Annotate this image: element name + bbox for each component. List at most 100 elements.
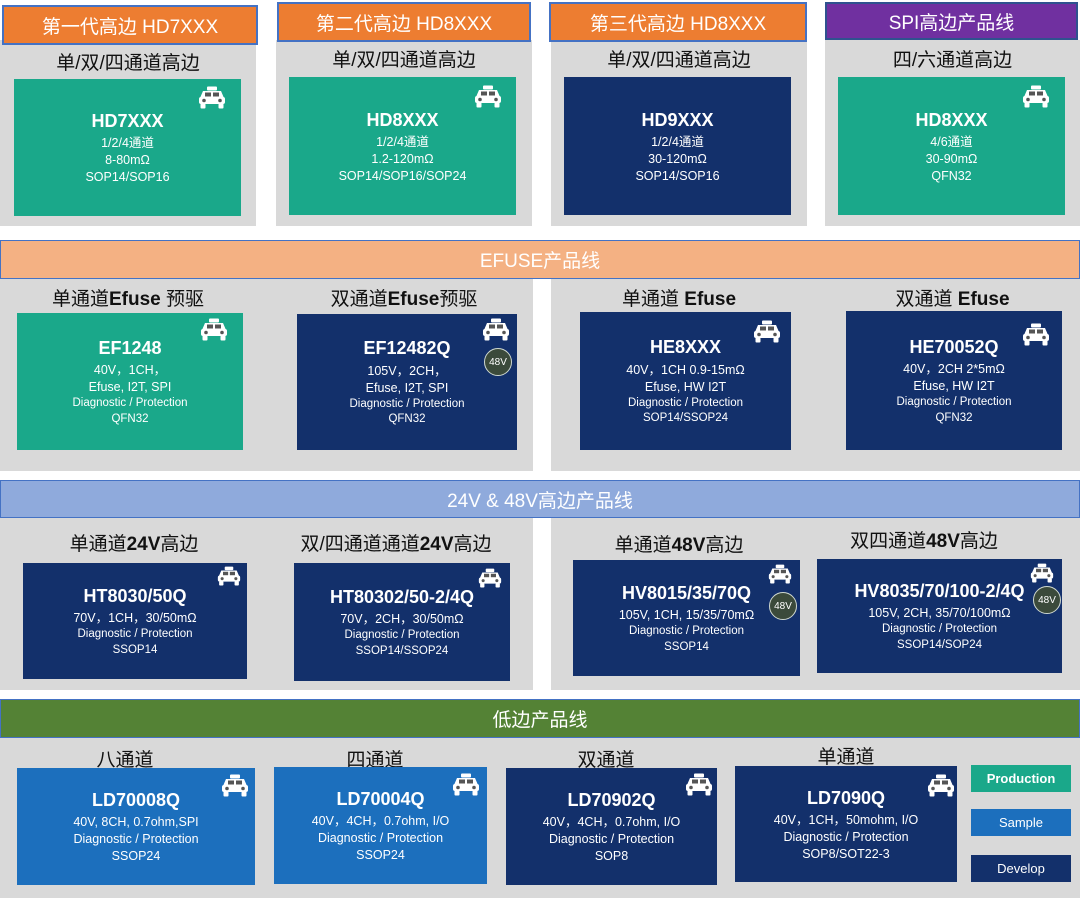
spec-line: QFN32: [388, 413, 426, 426]
spec-line: 30-90mΩ: [925, 151, 978, 166]
spec-line: Diagnostic / Protection: [881, 623, 998, 636]
spec-line: SSOP14/SOP24: [896, 638, 983, 651]
product-card-hd9xxx[interactable]: HD9XXX 1/2/4通道 30-120mΩ SOP14/SOP16: [564, 77, 791, 215]
badge-48v: 48V: [1033, 586, 1061, 614]
legend-develop: Develop: [971, 855, 1071, 882]
spi-banner: SPI高边产品线: [825, 2, 1078, 40]
spec-line: SSOP24: [356, 848, 405, 863]
spec-line: 105V，2CH，: [367, 363, 447, 378]
spec-line: Diagnostic / Protection: [317, 831, 444, 846]
car-icon: [221, 774, 249, 798]
product-card-ht80302[interactable]: HT80302/50-2/4Q 70V，2CH，30/50mΩ Diagnost…: [294, 563, 510, 681]
spec-line: Diagnostic / Protection: [349, 397, 465, 410]
product-name: EF12482Q: [363, 338, 451, 359]
car-icon: [927, 774, 955, 798]
spec-line: 1.2-120mΩ: [371, 151, 434, 166]
spec-line: QFN32: [111, 412, 149, 425]
product-name: HT80302/50-2/4Q: [329, 586, 475, 607]
efuse-subtitle-3: 单通道 Efuse: [621, 289, 737, 310]
spec-line: 1/2/4通道: [101, 136, 154, 151]
spec-line: Diagnostic / Protection: [548, 832, 675, 847]
gen1-subtitle: 单/双/四通道高边: [56, 53, 200, 74]
spec-line: 105V, 1CH, 15/35/70mΩ: [618, 608, 755, 623]
badge-48v: 48V: [769, 592, 797, 620]
product-name: LD70902Q: [567, 790, 656, 811]
spec-line: Diagnostic / Protection: [783, 829, 909, 844]
product-name: HV8035/70/100-2/4Q: [854, 580, 1025, 601]
car-icon: [452, 773, 480, 797]
car-icon: [768, 564, 792, 585]
spec-line: Efuse, I2T, SPI: [365, 380, 449, 395]
product-card-hd7xxx[interactable]: HD7XXX 1/2/4通道 8-80mΩ SOP14/SOP16: [14, 79, 241, 216]
efuse-subtitle-4: 双通道 Efuse: [895, 289, 1010, 310]
product-name: HD8XXX: [366, 109, 439, 130]
gen3-banner: 第三代高边 HD8XXX: [549, 2, 807, 42]
product-name: HD7XXX: [91, 111, 164, 132]
spec-line: QFN32: [935, 411, 973, 424]
product-name: HV8015/35/70Q: [621, 582, 752, 603]
spec-line: 40V，1CH 0.9-15mΩ: [626, 362, 745, 377]
car-icon: [198, 86, 226, 110]
product-card-hv8015[interactable]: HV8015/35/70Q 105V, 1CH, 15/35/70mΩ Diag…: [573, 560, 800, 676]
product-card-ld70004q[interactable]: LD70004Q 40V，4CH，0.7ohm, I/O Diagnostic …: [274, 767, 487, 884]
spec-line: SSOP14/SSOP24: [355, 644, 449, 657]
product-card-hv8035[interactable]: HV8035/70/100-2/4Q 105V, 2CH, 35/70/100m…: [817, 559, 1062, 673]
efuse-banner: EFUSE产品线: [0, 240, 1080, 279]
hv-subtitle-3: 单通道48V高边: [614, 535, 744, 556]
spec-line: 40V，1CH，50mohm, I/O: [773, 812, 919, 827]
car-icon: [1022, 323, 1050, 347]
product-name: LD70004Q: [336, 789, 425, 810]
spec-line: SSOP14: [664, 640, 709, 653]
ld-subtitle-1: 八通道: [96, 750, 154, 771]
spec-line: SOP14/SOP16: [85, 170, 170, 185]
product-card-ld70902q[interactable]: LD70902Q 40V，4CH，0.7ohm, I/O Diagnostic …: [506, 768, 717, 885]
spec-line: SOP14/SOP16/SOP24: [338, 168, 467, 183]
product-name: HD9XXX: [641, 109, 714, 130]
product-card-ld7090q[interactable]: LD7090Q 40V，1CH，50mohm, I/O Diagnostic /…: [735, 766, 957, 882]
spec-line: 40V，4CH，0.7ohm, I/O: [311, 814, 450, 829]
spec-line: Diagnostic / Protection: [896, 396, 1012, 408]
product-card-ht8030-50q[interactable]: HT8030/50Q 70V，1CH，30/50mΩ Diagnostic / …: [23, 563, 247, 679]
spec-line: QFN32: [931, 168, 972, 183]
spec-line: Diagnostic / Protection: [72, 397, 188, 409]
spec-line: SOP14/SSOP24: [642, 412, 729, 425]
spec-line: 8-80mΩ: [105, 153, 150, 168]
car-icon: [478, 568, 502, 589]
spec-line: 40V，2CH 2*5mΩ: [903, 362, 1005, 377]
car-icon: [217, 566, 241, 587]
gen3-subtitle: 单/双/四通道高边: [607, 50, 751, 71]
spec-line: Diagnostic / Protection: [627, 396, 744, 409]
car-icon: [200, 318, 228, 342]
spec-line: 1/2/4通道: [651, 134, 704, 149]
hv-subtitle-2: 双/四通道通道24V高边: [300, 534, 492, 555]
gen1-banner: 第一代高边 HD7XXX: [2, 5, 258, 45]
spec-line: Efuse, HW I2T: [644, 379, 727, 394]
product-name: LD70008Q: [91, 790, 181, 811]
efuse-subtitle-2: 双通道Efuse预驱: [330, 289, 478, 310]
spec-line: 40V，1CH，: [93, 363, 167, 378]
spec-line: Efuse, I2T, SPI: [88, 380, 172, 395]
spec-line: Diagnostic / Protection: [628, 625, 745, 638]
spec-line: 30-120mΩ: [648, 151, 707, 166]
product-card-ef12482q[interactable]: EF12482Q 105V，2CH， Efuse, I2T, SPI Diagn…: [297, 314, 517, 450]
spec-line: Diagnostic / Protection: [77, 628, 193, 641]
hv-banner: 24V & 48V高边产品线: [0, 480, 1080, 518]
car-icon: [474, 85, 502, 109]
product-name: EF1248: [98, 337, 162, 358]
gen2-subtitle: 单/双/四通道高边: [332, 50, 476, 71]
legend-sample: Sample: [971, 809, 1071, 836]
product-card-ld70008q[interactable]: LD70008Q 40V, 8CH, 0.7ohm,SPI Diagnostic…: [17, 768, 255, 885]
spec-line: 1/2/4通道: [376, 134, 429, 149]
car-icon: [1022, 85, 1050, 109]
legend-production: Production: [971, 765, 1071, 792]
spec-line: 70V，1CH，30/50mΩ: [73, 611, 197, 626]
badge-48v: 48V: [484, 348, 512, 376]
spec-line: SSOP14: [112, 643, 158, 656]
spec-line: SOP8: [594, 849, 629, 864]
car-icon: [482, 318, 510, 342]
spec-line: Diagnostic / Protection: [344, 629, 460, 642]
ld-subtitle-3: 双通道: [577, 750, 635, 771]
spec-line: 70V，2CH，30/50mΩ: [340, 612, 464, 627]
car-icon: [1030, 563, 1054, 584]
hv-subtitle-1: 单通道24V高边: [69, 534, 199, 555]
